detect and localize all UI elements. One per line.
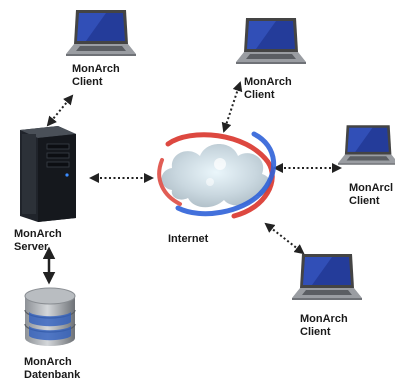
server-label: MonArch Server: [14, 228, 62, 253]
internet-label: Internet: [168, 233, 209, 245]
database-icon: [24, 287, 76, 346]
laptop-icon: [292, 254, 362, 300]
client-right-label: MonArcl Client: [349, 182, 393, 207]
database-label: MonArch Datenbank: [24, 356, 81, 381]
server-tower-icon: [20, 126, 76, 222]
client-top-left-label: MonArch Client: [72, 63, 120, 88]
edge-clienttl-server: [46, 94, 74, 127]
laptop-icon: [236, 18, 306, 64]
edge-clienttr-internet: [221, 81, 243, 133]
client-bottom-right-label: MonArch Client: [300, 313, 348, 338]
laptop-icon: [66, 10, 136, 56]
laptop-icon: [338, 125, 395, 165]
edge-internet-clientbr: [264, 222, 305, 255]
client-top-right-label: MonArch Client: [244, 76, 292, 101]
cloud-globe-icon: [157, 131, 276, 219]
